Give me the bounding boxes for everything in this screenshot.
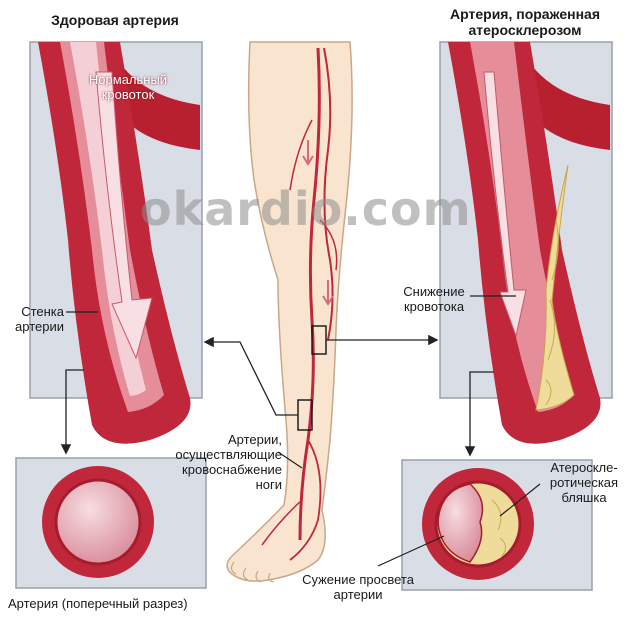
healthy-artery-panel <box>30 42 202 444</box>
label-artery-wall: Стенка артерии <box>0 304 64 334</box>
label-reduced-flow: Снижение кровотока <box>394 284 474 314</box>
label-normal-flow: Нормальный кровоток <box>76 72 180 102</box>
title-healthy-artery: Здоровая артерия <box>28 12 202 28</box>
label-narrowing: Сужение просвета артерии <box>286 572 430 602</box>
cross-section-lumen <box>56 480 140 564</box>
label-cross-section: Артерия (поперечный разрез) <box>8 596 188 611</box>
title-diseased-artery: Артерия, пораженная атеросклерозом <box>430 6 620 38</box>
leg-illustration <box>227 42 352 582</box>
diseased-artery-panel <box>440 42 612 444</box>
leg-outline <box>227 42 352 581</box>
label-plaque: Атероскле-ротическая бляшка <box>536 460 632 505</box>
label-leg-arteries: Артерии, осуществляющие кровоснабжение н… <box>170 432 282 492</box>
watermark: okardio.com <box>140 182 472 236</box>
